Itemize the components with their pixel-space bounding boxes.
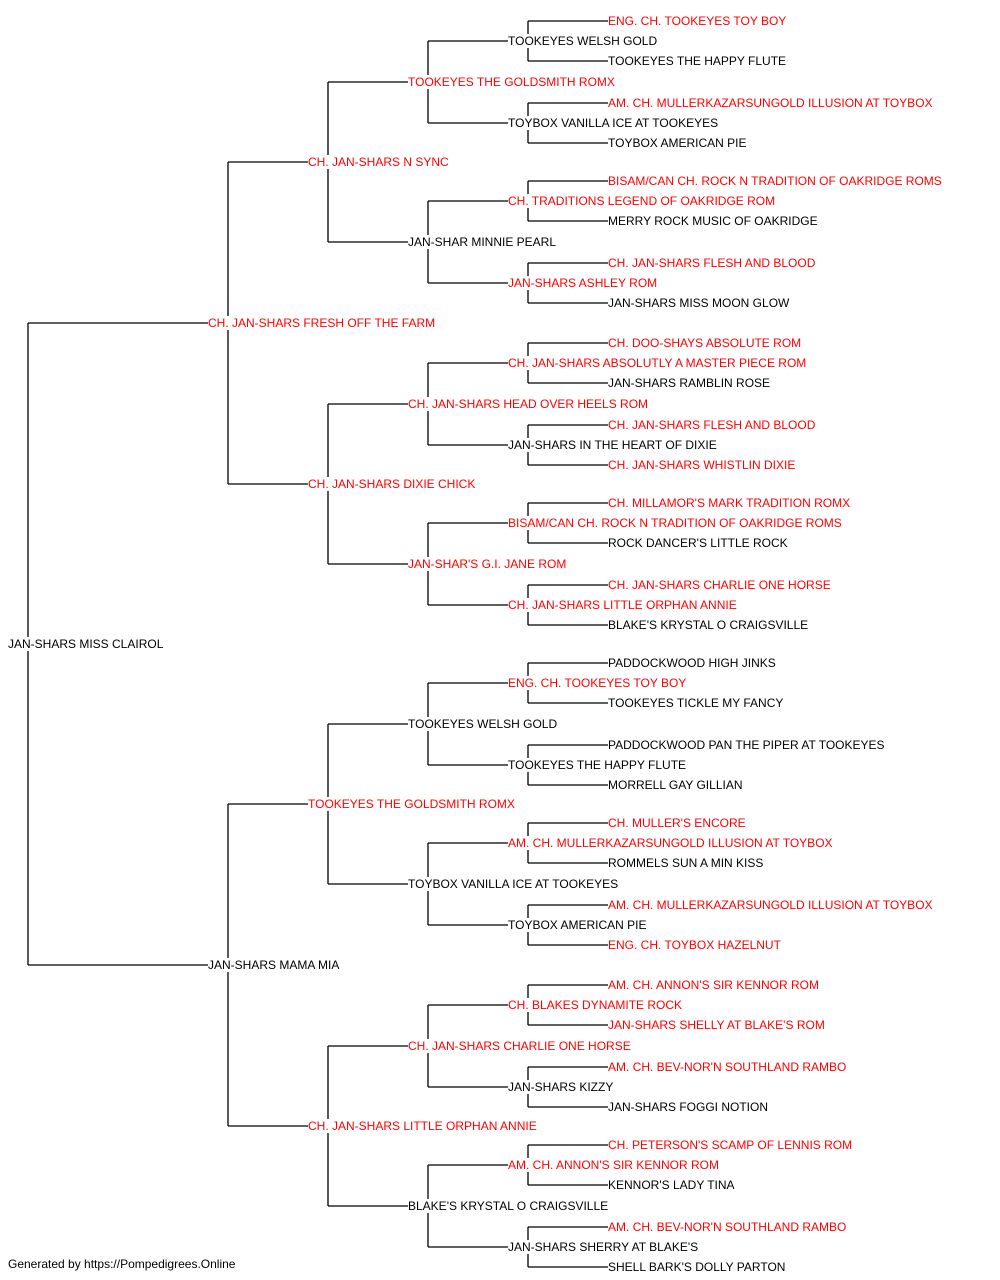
ancestor-dam-gen4: TOYBOX VANILLA ICE AT TOOKEYES — [508, 116, 719, 130]
ancestor-dam-gen5: KENNOR'S LADY TINA — [608, 1178, 735, 1192]
ancestor-sire-gen5: CH. DOO-SHAYS ABSOLUTE ROM — [608, 336, 802, 350]
ancestor-sire-gen5: PADDOCKWOOD PAN THE PIPER AT TOOKEYES — [608, 738, 885, 752]
ancestor-sire-gen4: TOOKEYES WELSH GOLD — [508, 34, 658, 48]
ancestor-dam-gen3: TOYBOX VANILLA ICE AT TOOKEYES — [408, 877, 619, 891]
ancestor-dam-gen1: JAN-SHARS MAMA MIA — [208, 958, 340, 972]
ancestor-sire-gen4: CH. BLAKES DYNAMITE ROCK — [508, 998, 683, 1012]
ancestor-dam-gen2: CH. JAN-SHARS LITTLE ORPHAN ANNIE — [308, 1119, 537, 1133]
ancestor-dam-gen5: SHELL BARK'S DOLLY PARTON — [608, 1260, 786, 1274]
ancestor-sire-gen4: CH. JAN-SHARS ABSOLUTLY A MASTER PIECE R… — [508, 356, 807, 370]
ancestor-dam-gen5: JAN-SHARS SHELLY AT BLAKE'S ROM — [608, 1018, 825, 1032]
ancestor-dam-gen4: JAN-SHARS IN THE HEART OF DIXIE — [508, 438, 717, 452]
ancestor-dam-gen4: TOOKEYES THE HAPPY FLUTE — [508, 758, 687, 772]
generated-by-footer: Generated by https://Pompedigrees.Online — [8, 1257, 236, 1271]
ancestor-sire-gen5: CH. JAN-SHARS FLESH AND BLOOD — [608, 418, 816, 432]
ancestor-dam-gen5: CH. JAN-SHARS WHISTLIN DIXIE — [608, 458, 796, 472]
ancestor-dam-gen5: MERRY ROCK MUSIC OF OAKRIDGE — [608, 214, 818, 228]
ancestor-dam-gen4: JAN-SHARS KIZZY — [508, 1080, 614, 1094]
ancestor-sire-gen5: BISAM/CAN CH. ROCK N TRADITION OF OAKRID… — [608, 174, 942, 188]
ancestor-dam-gen4: TOYBOX AMERICAN PIE — [508, 918, 647, 932]
ancestor-sire-gen2: CH. JAN-SHARS N SYNC — [308, 155, 449, 169]
ancestor-sire-gen3: TOOKEYES WELSH GOLD — [408, 717, 558, 731]
ancestor-dam-gen3: JAN-SHAR MINNIE PEARL — [408, 235, 557, 249]
ancestor-sire-gen3: CH. JAN-SHARS HEAD OVER HEELS ROM — [408, 397, 649, 411]
ancestor-sire-gen3: CH. JAN-SHARS CHARLIE ONE HORSE — [408, 1039, 631, 1053]
ancestor-sire-gen2: TOOKEYES THE GOLDSMITH ROMX — [308, 797, 515, 811]
ancestor-dam-gen3: JAN-SHAR'S G.I. JANE ROM — [408, 557, 567, 571]
ancestor-sire-gen5: ENG. CH. TOOKEYES TOY BOY — [608, 14, 787, 28]
ancestor-sire-gen5: AM. CH. MULLERKAZARSUNGOLD ILLUSION AT T… — [608, 898, 933, 912]
ancestor-sire-gen4: CH. TRADITIONS LEGEND OF OAKRIDGE ROM — [508, 194, 776, 208]
ancestor-dam-gen5: TOOKEYES THE HAPPY FLUTE — [608, 54, 787, 68]
ancestor-dam-gen4: JAN-SHARS SHERRY AT BLAKE'S — [508, 1240, 699, 1254]
ancestor-dam-gen5: ROCK DANCER'S LITTLE ROCK — [608, 536, 788, 550]
subject-dog-name: JAN-SHARS MISS CLAIROL — [8, 637, 164, 651]
ancestor-sire-gen4: AM. CH. MULLERKAZARSUNGOLD ILLUSION AT T… — [508, 836, 833, 850]
ancestor-sire-gen4: ENG. CH. TOOKEYES TOY BOY — [508, 676, 687, 690]
ancestor-dam-gen5: JAN-SHARS MISS MOON GLOW — [608, 296, 790, 310]
ancestor-dam-gen3: BLAKE'S KRYSTAL O CRAIGSVILLE — [408, 1199, 609, 1213]
ancestor-sire-gen5: CH. PETERSON'S SCAMP OF LENNIS ROM — [608, 1138, 853, 1152]
ancestor-dam-gen5: BLAKE'S KRYSTAL O CRAIGSVILLE — [608, 618, 809, 632]
ancestor-sire-gen5: CH. JAN-SHARS FLESH AND BLOOD — [608, 256, 816, 270]
ancestor-dam-gen5: JAN-SHARS RAMBLIN ROSE — [608, 376, 771, 390]
ancestor-sire-gen1: CH. JAN-SHARS FRESH OFF THE FARM — [208, 316, 436, 330]
ancestor-sire-gen4: BISAM/CAN CH. ROCK N TRADITION OF OAKRID… — [508, 516, 842, 530]
ancestor-dam-gen2: CH. JAN-SHARS DIXIE CHICK — [308, 477, 476, 491]
ancestor-sire-gen5: PADDOCKWOOD HIGH JINKS — [608, 656, 776, 670]
ancestor-dam-gen5: MORRELL GAY GILLIAN — [608, 778, 743, 792]
ancestor-sire-gen3: TOOKEYES THE GOLDSMITH ROMX — [408, 75, 615, 89]
ancestor-sire-gen5: AM. CH. ANNON'S SIR KENNOR ROM — [608, 978, 819, 992]
ancestor-sire-gen5: AM. CH. MULLERKAZARSUNGOLD ILLUSION AT T… — [608, 96, 933, 110]
ancestor-dam-gen5: ENG. CH. TOYBOX HAZELNUT — [608, 938, 781, 952]
ancestor-sire-gen5: AM. CH. BEV-NOR'N SOUTHLAND RAMBO — [608, 1060, 847, 1074]
ancestor-dam-gen4: JAN-SHARS ASHLEY ROM — [508, 276, 658, 290]
ancestor-dam-gen5: JAN-SHARS FOGGI NOTION — [608, 1100, 769, 1114]
ancestor-dam-gen5: ROMMELS SUN A MIN KISS — [608, 856, 764, 870]
ancestor-sire-gen5: AM. CH. BEV-NOR'N SOUTHLAND RAMBO — [608, 1220, 847, 1234]
ancestor-dam-gen5: TOOKEYES TICKLE MY FANCY — [608, 696, 784, 710]
ancestor-dam-gen4: CH. JAN-SHARS LITTLE ORPHAN ANNIE — [508, 598, 737, 612]
ancestor-sire-gen5: CH. MILLAMOR'S MARK TRADITION ROMX — [608, 496, 851, 510]
ancestor-sire-gen5: CH. MULLER'S ENCORE — [608, 816, 746, 830]
ancestor-sire-gen4: AM. CH. ANNON'S SIR KENNOR ROM — [508, 1158, 719, 1172]
ancestor-dam-gen5: TOYBOX AMERICAN PIE — [608, 136, 747, 150]
ancestor-sire-gen5: CH. JAN-SHARS CHARLIE ONE HORSE — [608, 578, 831, 592]
